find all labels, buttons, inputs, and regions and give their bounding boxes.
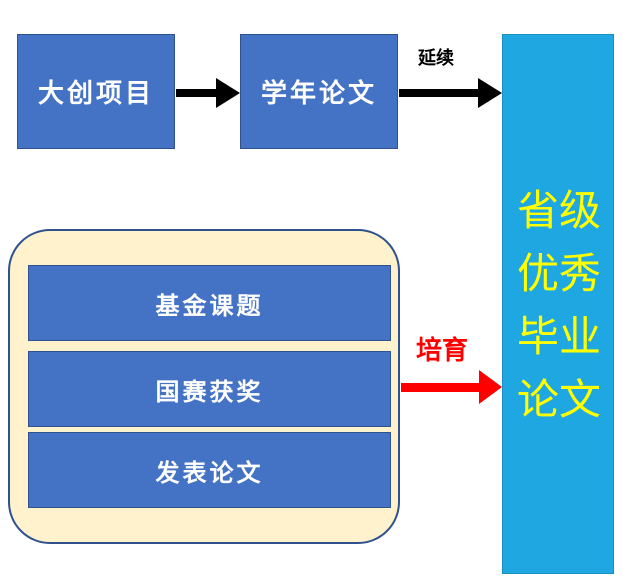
national-award-bar: 国赛获奖 [28, 351, 391, 427]
result-line-2: 优秀 [516, 249, 601, 298]
result-line-1: 省级 [516, 186, 601, 235]
published-paper-bar: 发表论文 [28, 432, 391, 508]
continue-label: 延续 [418, 48, 454, 69]
fund-project-bar: 基金课题 [28, 265, 391, 341]
result-line-4: 论文 [516, 375, 601, 424]
excellent-thesis-box: 省级 优秀 毕业 论文 [502, 34, 614, 574]
academic-paper-box: 学年论文 [240, 34, 398, 149]
arrow-dachuang-to-xuenian [176, 78, 240, 108]
dachuang-project-box: 大创项目 [17, 34, 175, 149]
cultivate-label: 培育 [416, 336, 469, 366]
arrow-xuenian-to-result [399, 78, 502, 108]
arrow-group-to-result [401, 370, 502, 404]
result-line-3: 毕业 [516, 312, 601, 361]
